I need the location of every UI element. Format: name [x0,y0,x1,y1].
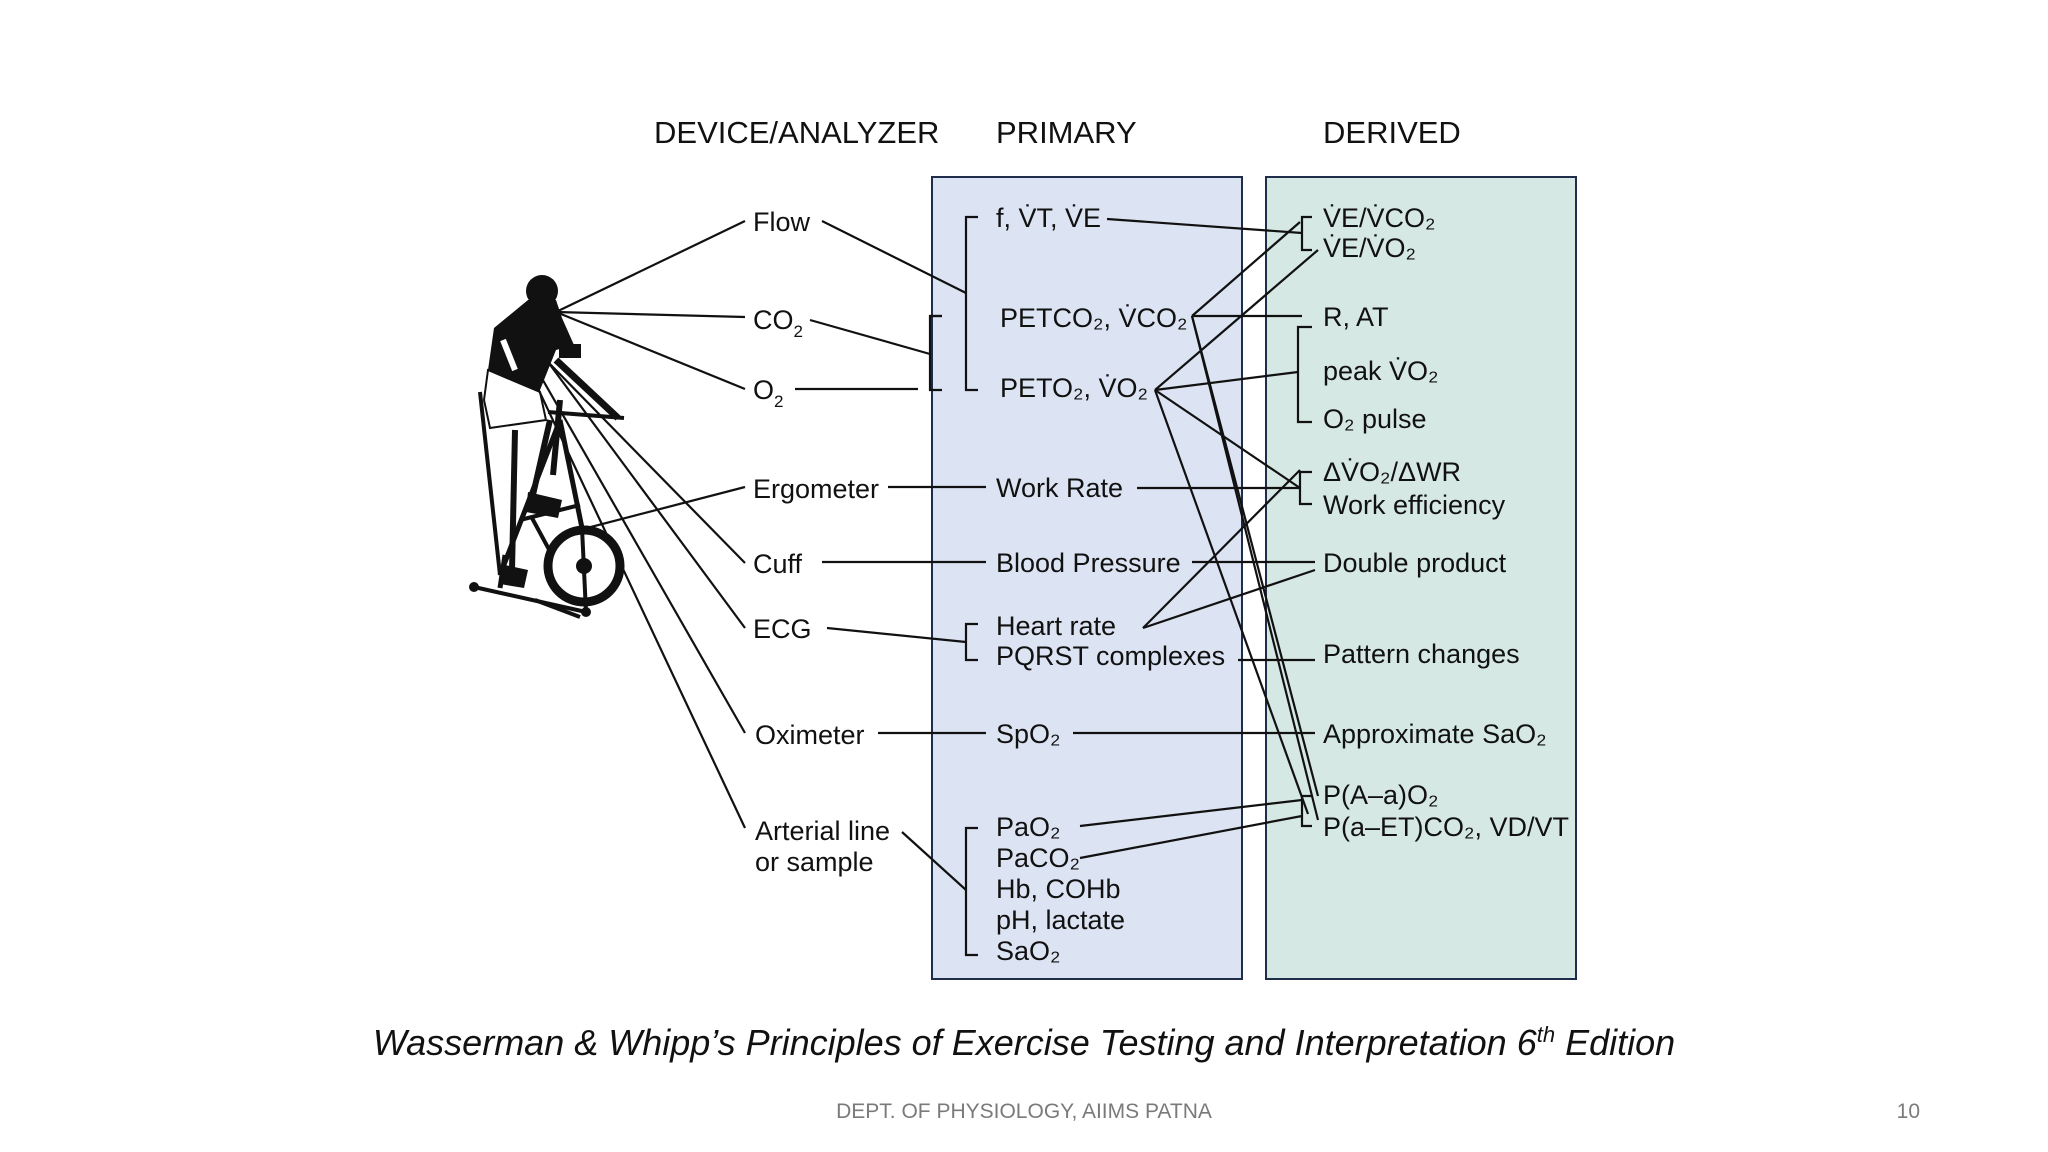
person-on-bike-icon [469,275,625,619]
header-primary: PRIMARY [996,115,1137,150]
derived-dvo2-dwr: ΔV̇O₂/ΔWR [1323,457,1461,487]
page-number: 10 [1896,1100,1920,1123]
derived-peak-vo2: peak V̇O₂ [1323,356,1439,386]
derived-box [1265,176,1577,980]
primary-peto2: PETO₂, V̇O₂ [1000,373,1148,403]
primary-box [931,176,1243,980]
primary-ph: pH, lactate [996,905,1125,935]
primary-pqrst: PQRST complexes [996,641,1225,671]
device-arterial-sample: or sample [755,847,874,877]
figure-caption: Wasserman & Whipp’s Principles of Exerci… [0,1022,2048,1064]
derived-p-a-et-co2: P(a–ET)CO₂, VD/VT [1323,812,1569,842]
primary-hb: Hb, COHb [996,874,1121,904]
primary-heart-rate: Heart rate [996,611,1116,641]
derived-p-a-a-o2: P(A–a)O₂ [1323,780,1439,810]
device-o2: O2 [753,375,783,411]
derived-ve-vco2: V̇E/V̇CO₂ [1323,203,1436,233]
primary-blood-pressure: Blood Pressure [996,548,1181,578]
primary-pao2: PaO₂ [996,812,1061,842]
derived-ve-vo2: V̇E/V̇O₂ [1323,233,1416,263]
device-flow: Flow [753,207,811,237]
derived-pattern-changes: Pattern changes [1323,639,1520,669]
footer-text: DEPT. OF PHYSIOLOGY, AIIMS PATNA [836,1100,1212,1123]
primary-flow-vars: f, V̇T, V̇E [996,203,1101,233]
connector-lines [533,217,1320,891]
caption-tail: Edition [1555,1022,1676,1063]
derived-work-efficiency: Work efficiency [1323,490,1506,520]
primary-paco2: PaCO₂ [996,843,1080,873]
device-arterial-line: Arterial line [755,816,890,846]
device-ecg: ECG [753,614,812,644]
derived-r-at: R, AT [1323,302,1389,332]
primary-work-rate: Work Rate [996,473,1123,503]
device-cuff: Cuff [753,549,803,579]
derived-approx-sao2: Approximate SaO₂ [1323,719,1547,749]
caption-sup: th [1536,1022,1556,1047]
primary-sao2: SaO₂ [996,936,1061,966]
primary-petco2: PETCO₂, V̇CO₂ [1000,303,1187,333]
derived-double-product: Double product [1323,548,1507,578]
primary-spo2: SpO₂ [996,719,1061,749]
device-ergometer: Ergometer [753,474,879,504]
header-derived: DERIVED [1323,115,1461,150]
derived-o2-pulse: O₂ pulse [1323,404,1427,434]
device-co2: CO2 [753,305,803,341]
header-device: DEVICE/ANALYZER [654,115,939,150]
caption-text: Wasserman & Whipp’s Principles of Exerci… [372,1022,1537,1063]
device-oximeter: Oximeter [755,720,865,750]
